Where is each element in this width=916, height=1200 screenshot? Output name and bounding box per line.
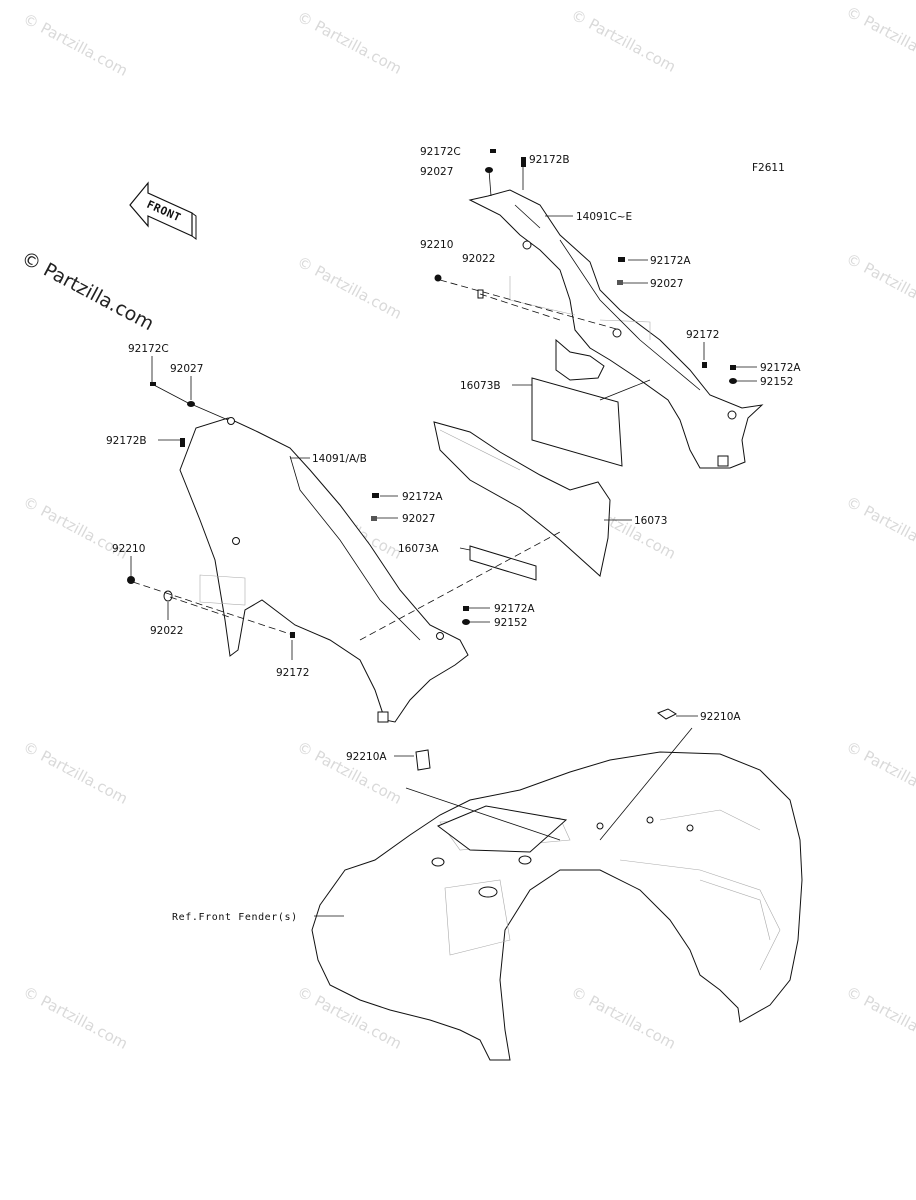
callout-92172c: 92172C [420, 146, 461, 158]
watermark: © Partzilla.com [294, 738, 405, 808]
callout-92172b: 92172B [106, 435, 147, 447]
callout-92022: 92022 [462, 253, 495, 265]
front-arrow-icon: FRONT [129, 181, 197, 240]
watermark: © Partzilla.com [568, 6, 679, 76]
callout-16073b: 16073B [460, 380, 501, 392]
callout-92172: 92172 [686, 329, 719, 341]
callout-92172b: 92172B [529, 154, 570, 166]
watermark: © Partzilla.com [294, 8, 405, 78]
front-fender-reference [311, 751, 803, 1061]
callout-92172c: 92172C [128, 343, 169, 355]
clip-92210a-right [599, 708, 698, 841]
side-cover-front [179, 417, 469, 723]
callout-ref-front-fender: Ref.Front Fender(s) [172, 912, 298, 923]
watermark: © Partzilla.com [843, 983, 916, 1053]
callout-92027: 92027 [420, 166, 453, 178]
leaders-top [439, 150, 757, 551]
callout-92172a: 92172A [402, 491, 443, 503]
callout-92027: 92027 [402, 513, 435, 525]
watermark: © Partzilla.com [843, 738, 916, 808]
callout-92152: 92152 [494, 617, 527, 629]
leaders-left [130, 356, 561, 660]
panel-16073 [433, 421, 611, 577]
callout-92210: 92210 [420, 239, 453, 251]
callout-92210a: 92210A [700, 711, 741, 723]
callout-16073: 16073 [634, 515, 667, 527]
callout-labels: 92172C 92027 92172B 14091C~E 92210 92022… [106, 146, 801, 923]
watermark: © Partzilla.com [843, 3, 916, 73]
callout-14091-a-b: 14091/A/B [312, 453, 367, 465]
callout-92022: 92022 [150, 625, 183, 637]
callout-14091c-e: 14091C~E [576, 211, 632, 223]
callout-92027: 92027 [170, 363, 203, 375]
watermark: © Partzilla.com [20, 738, 131, 808]
panel-16073a [469, 545, 537, 581]
watermark: © Partzilla.com [20, 10, 131, 80]
watermark: © Partzilla.com [843, 493, 916, 563]
watermark: © Partzilla.com [294, 253, 405, 323]
callout-92210: 92210 [112, 543, 145, 555]
fastener-group-left [127, 382, 470, 638]
callout-92210a: 92210A [346, 751, 387, 763]
panel-16073b [531, 377, 623, 467]
callout-92172a: 92172A [494, 603, 535, 615]
copyright-label: © Partzilla.com [18, 247, 158, 335]
callout-92027: 92027 [650, 278, 683, 290]
watermark: © Partzilla.com [843, 250, 916, 320]
callout-16073a: 16073A [398, 543, 439, 555]
clip-92210a-left [394, 749, 561, 841]
callout-92172a: 92172A [650, 255, 691, 267]
callout-92172a: 92172A [760, 362, 801, 374]
figure-code: F2611 [752, 162, 785, 174]
callout-92152: 92152 [760, 376, 793, 388]
watermark: © Partzilla.com [568, 983, 679, 1053]
watermark: © Partzilla.com [20, 983, 131, 1053]
callout-92172: 92172 [276, 667, 309, 679]
